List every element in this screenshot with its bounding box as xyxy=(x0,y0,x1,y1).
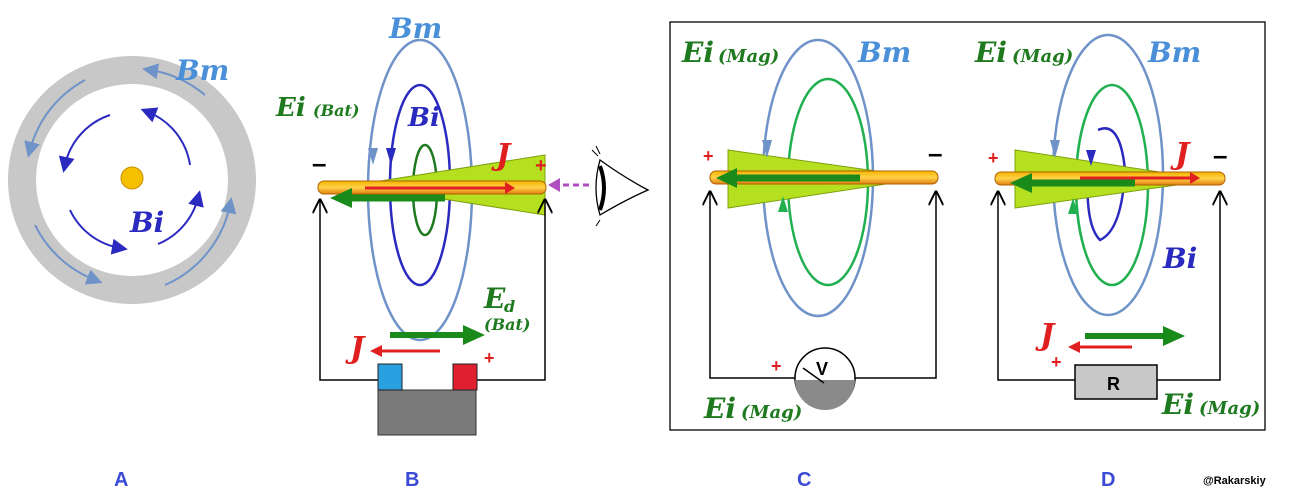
eye-icon xyxy=(548,145,650,227)
ei-sub-b: (Bat) xyxy=(313,101,359,120)
resistor-label: R xyxy=(1107,374,1120,394)
bi-loop-d xyxy=(1086,127,1127,242)
plus-bottom-b: + xyxy=(484,348,495,368)
plus-bottom-c: + xyxy=(771,356,782,376)
credit-text: @Rakarskiy xyxy=(1203,475,1267,487)
resistor xyxy=(1074,364,1158,400)
ed-sub-b: d xyxy=(504,297,515,316)
circuit-d xyxy=(998,192,1220,381)
bm-label-d: Bm xyxy=(1147,36,1201,69)
circuit-c xyxy=(710,192,936,379)
panel-label-a: A xyxy=(114,469,128,491)
panel-d: R Ei (Mag) Bm J + – Bi J + Ei (Mag) xyxy=(974,33,1260,421)
ei-top-sub-c: (Mag) xyxy=(718,46,779,67)
panel-label-c: C xyxy=(797,469,811,491)
bi-label-a: Bi xyxy=(129,206,164,239)
ei-bottom-sub-c: (Mag) xyxy=(741,402,802,423)
battery-neg-terminal xyxy=(377,363,403,391)
plus-b: + xyxy=(535,155,547,177)
panel-c: V Ei (Mag) Bm + – + Ei (Mag) xyxy=(681,36,942,425)
green-tick-d xyxy=(1068,198,1078,214)
minus-d: – xyxy=(1213,140,1227,170)
conductor-dot xyxy=(120,166,144,190)
meter-label: V xyxy=(816,359,828,379)
bm-arrows xyxy=(24,63,237,286)
circuit-b xyxy=(320,200,545,381)
plus-bottom-d: + xyxy=(1051,352,1062,372)
ei-bottom-sub-d: (Mag) xyxy=(1199,398,1260,419)
j-label-top-b: J xyxy=(491,138,512,173)
bm-label-a: Bm xyxy=(175,54,229,87)
minus-b: – xyxy=(312,148,326,178)
plus-c: + xyxy=(703,146,714,166)
bm-label-c: Bm xyxy=(857,36,911,69)
frame-cd xyxy=(669,21,1266,431)
panel-a: Bm Bi xyxy=(8,54,256,304)
ei-top-sub-d: (Mag) xyxy=(1012,46,1073,67)
battery-pos-terminal xyxy=(452,363,478,391)
voltmeter-icon: V xyxy=(794,347,856,410)
ei-bottom-label-d: Ei xyxy=(1161,388,1194,421)
panel-b: Bm Ei (Bat) Bi J – + E d (Bat) J + xyxy=(275,12,650,436)
bm-tick-d xyxy=(1050,140,1060,158)
ed-label-b: E xyxy=(483,282,506,315)
panel-label-d: D xyxy=(1101,469,1115,491)
plus-d: + xyxy=(988,148,999,168)
bm-ring xyxy=(8,56,256,304)
minus-c: – xyxy=(928,138,942,168)
j-label-bottom-b: J xyxy=(345,331,366,366)
bi-label-d: Bi xyxy=(1162,242,1197,275)
ei-top-label-d: Ei xyxy=(974,36,1007,69)
battery-body xyxy=(377,389,477,436)
ei-top-label-c: Ei xyxy=(681,36,714,69)
bi-tick-b xyxy=(386,148,396,165)
ei-bottom-label-c: Ei xyxy=(703,392,736,425)
green-tick-c xyxy=(778,196,788,212)
bi-tick-d xyxy=(1086,150,1096,166)
bm-tick-b xyxy=(368,148,378,165)
bm-tick-c xyxy=(762,140,772,158)
panel-label-b: B xyxy=(405,469,419,491)
j-label-bottom-d: J xyxy=(1035,318,1056,353)
bi-label-b: Bi xyxy=(407,103,440,133)
bm-label-b: Bm xyxy=(388,12,442,45)
ei-label-b: Ei xyxy=(275,93,306,123)
bi-arrows xyxy=(58,107,204,255)
j-label-top-d: J xyxy=(1170,137,1191,172)
ed-sub2-b: (Bat) xyxy=(484,315,530,334)
